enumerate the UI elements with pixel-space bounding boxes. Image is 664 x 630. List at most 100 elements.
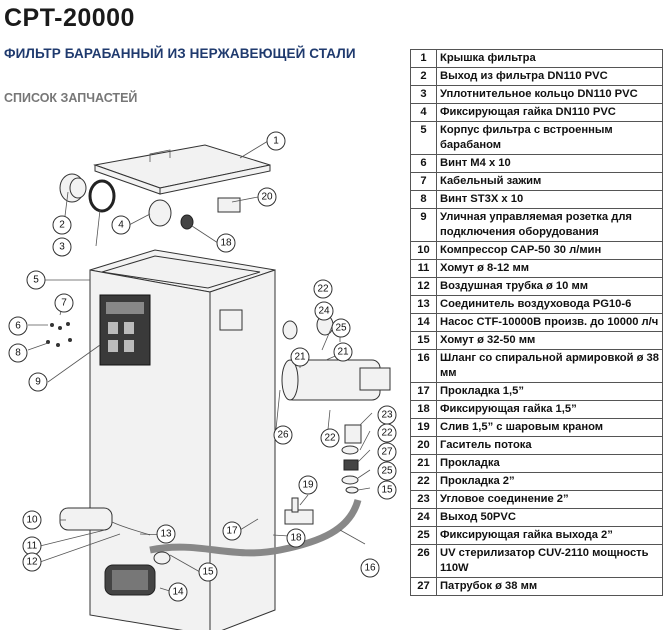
part-name: Хомут ø 32-50 мм [436,331,663,350]
svg-text:12: 12 [26,557,38,568]
callout-21: 21 [333,342,353,362]
svg-text:22: 22 [317,284,329,295]
part-name: Соединитель воздуховода PG10-6 [436,295,663,314]
svg-text:10: 10 [26,515,38,526]
part-number: 4 [410,103,437,122]
part-number: 25 [410,526,437,545]
svg-text:18: 18 [290,533,302,544]
callout-10: 10 [22,510,42,530]
part-name: Уплотнительное кольцо DN110 PVC [436,85,663,104]
svg-text:15: 15 [381,485,393,496]
svg-text:5: 5 [33,275,39,286]
part-number: 15 [410,331,437,350]
svg-text:21: 21 [294,352,306,363]
svg-text:25: 25 [381,466,393,477]
svg-text:14: 14 [172,587,184,598]
part-name: Уличная управляемая розетка для подключе… [436,208,663,242]
part-name: Корпус фильтра с встроенным барабаном [436,121,663,155]
callout-26: 26 [273,425,293,445]
part-name: Патрубок ø 38 мм [436,577,663,596]
part-name: Выход 50PVC [436,508,663,527]
svg-text:8: 8 [15,348,21,359]
callout-2: 2 [52,215,72,235]
page-title: CPT-20000 [4,4,135,32]
callout-4: 4 [111,215,131,235]
part-number: 5 [410,121,437,155]
part-name: Фиксирующая гайка DN110 PVC [436,103,663,122]
part-name: Прокладка [436,454,663,473]
part-number: 7 [410,172,437,191]
fixing-nut-dn110 [148,199,172,227]
part-name: Шланг со спиральной армировкой ø 38 мм [436,349,663,383]
svg-text:13: 13 [160,529,172,540]
callout-15-right: 15 [377,480,397,500]
svg-text:23: 23 [381,410,393,421]
part-name: Винт M4 x 10 [436,154,663,173]
callout-16: 16 [360,558,380,578]
part-number: 17 [410,382,437,401]
part-name: Кабельный зажим [436,172,663,191]
part-name: Выход из фильтра DN110 PVC [436,67,663,86]
part-name: Насос CTF-10000B произв. до 10000 л/ч [436,313,663,332]
part-name: Прокладка 1,5” [436,382,663,401]
part-name: Угловое соединение 2” [436,490,663,509]
svg-text:24: 24 [318,306,330,317]
callout-25: 25 [331,318,351,338]
part-name: Воздушная трубка ø 10 мм [436,277,663,296]
callout-3: 3 [52,237,72,257]
part-number: 3 [410,85,437,104]
seal-ring-dn110 [88,179,116,213]
svg-text:27: 27 [381,447,393,458]
svg-text:3: 3 [59,242,65,253]
part-name: Компрессор CAP-50 30 л/мин [436,241,663,260]
callout-20: 20 [257,187,277,207]
svg-text:22: 22 [324,433,336,444]
callout-6: 6 [8,316,28,336]
part-number: 2 [410,67,437,86]
part-name: Винт ST3X x 10 [436,190,663,209]
part-number: 26 [410,544,437,578]
callout-7: 7 [54,293,74,313]
callout-19: 19 [298,475,318,495]
flow-damper [217,197,241,213]
part-name: Прокладка 2” [436,472,663,491]
callout-12: 12 [22,552,42,572]
callout-14: 14 [168,582,188,602]
svg-text:15: 15 [202,567,214,578]
part-number: 21 [410,454,437,473]
callout-1: 1 [266,131,286,151]
part-number: 9 [410,208,437,242]
page-subtitle: ФИЛЬТР БАРАБАННЫЙ ИЗ НЕРЖАВЕЮЩЕЙ СТАЛИ [4,46,356,61]
callout-22: 22 [313,279,333,299]
part-number: 22 [410,472,437,491]
callout-18-bottom: 18 [286,528,306,548]
part-number: 6 [410,154,437,173]
svg-text:26: 26 [277,430,289,441]
screws-group [46,322,72,347]
part-number: 13 [410,295,437,314]
part-number: 11 [410,259,437,278]
callout-24: 24 [314,301,334,321]
part-name: Слив 1,5” с шаровым краном [436,418,663,437]
part-number: 1 [410,49,437,68]
part-number: 10 [410,241,437,260]
svg-text:20: 20 [261,192,273,203]
